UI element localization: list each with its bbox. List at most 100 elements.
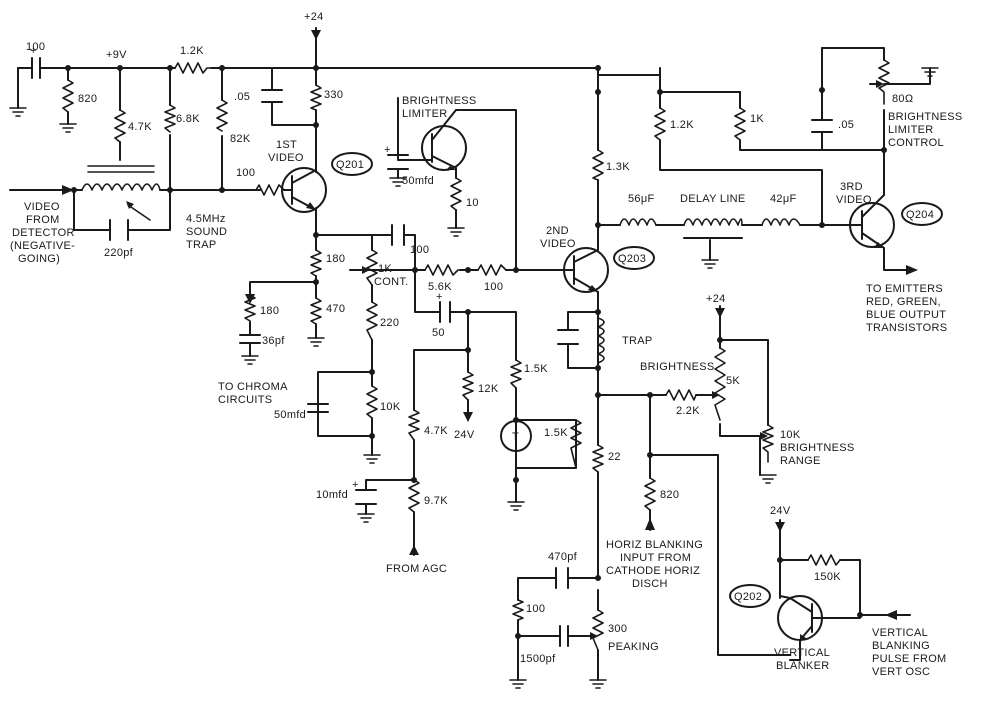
- label-r470: 470: [326, 303, 345, 315]
- arrow-agc: [409, 545, 419, 555]
- label-r100-low: 100: [526, 603, 545, 615]
- arrow-horiz-blanking: [645, 518, 655, 530]
- sound-trap-coil: [81, 183, 161, 191]
- label-r1-3k: 1.3K: [606, 161, 630, 173]
- thermistor: [500, 420, 532, 452]
- resistor-100-mid: [477, 264, 507, 276]
- resistor-180-a: [310, 249, 322, 277]
- label-chroma: TO CHROMA CIRCUITS: [218, 381, 290, 406]
- resistor-82k: [216, 99, 228, 132]
- label-r6-8k: 6.8K: [176, 113, 200, 125]
- label-r180-b: 180: [260, 305, 279, 317]
- label-c50mfd-b: 50mfd: [402, 175, 434, 187]
- label-r820-mid: 820: [660, 489, 679, 501]
- label-c50: 50: [432, 327, 445, 339]
- transistor-q204: [821, 194, 895, 249]
- arrow-plus24-top: [311, 30, 321, 40]
- svg-text:+: +: [352, 479, 359, 491]
- resistor-22: [592, 444, 604, 473]
- label-r10k-a: 10K: [380, 401, 401, 413]
- label-thermistor: T: [512, 431, 519, 443]
- resistor-5-6k: [424, 264, 461, 276]
- label-c50mfd-a: 50mfd: [274, 409, 306, 421]
- capacitor-100-input: [31, 57, 41, 79]
- transistor-q201: [281, 167, 327, 213]
- label-limiter-control: BRIGHTNESS LIMITER CONTROL: [888, 111, 966, 149]
- label-r330: 330: [324, 89, 343, 101]
- label-q203: Q203: [618, 253, 646, 265]
- label-r1-5k-a: 1.5K: [524, 363, 548, 375]
- label-plus24-brightness: +24: [706, 293, 726, 305]
- resistor-1-5k-b: [570, 419, 582, 469]
- capacitor-470pf: [555, 567, 569, 589]
- label-second-video: 2ND VIDEO: [540, 225, 576, 250]
- label-v24-12k: 24V: [454, 429, 475, 441]
- resistor-2-2k: [665, 389, 697, 401]
- label-contrast: 1K CONT.: [374, 263, 409, 288]
- resistor-820-left: [62, 79, 74, 113]
- svg-text:+: +: [384, 144, 391, 156]
- resistor-1k-contrast: [366, 249, 378, 286]
- label-brightness: BRIGHTNESS: [640, 361, 715, 373]
- label-c220pf: 220pf: [104, 247, 134, 259]
- label-third-video: 3RD VIDEO: [836, 181, 872, 206]
- text-labels: +24 +9V 100 820 1.2K 4.7K 6.8K .05 82K 3…: [10, 11, 966, 678]
- label-brightness-limiter: BRIGHTNESS LIMITER: [402, 95, 480, 120]
- label-peaking: PEAKING: [608, 641, 659, 653]
- label-r1-5k-b: 1.5K: [544, 427, 568, 439]
- label-to-emitters: TO EMITTERS RED, GREEN, BLUE OUTPUT TRAN…: [866, 283, 949, 334]
- label-horiz-blanking: HORIZ BLANKING INPUT FROM CATHODE HORIZ …: [606, 539, 706, 590]
- resistor-100-base: [255, 184, 285, 196]
- capacitor-trap: [557, 329, 579, 345]
- label-c10mfd: 10mfd: [316, 489, 348, 501]
- label-r1-2k-mid: 1.2K: [670, 119, 694, 131]
- inductors: [81, 165, 801, 364]
- capacitor-50: [439, 301, 451, 323]
- inductor-42: [761, 218, 801, 226]
- resistor-12k: [462, 371, 474, 401]
- arrow-blanker-24v: [775, 522, 785, 532]
- label-r10: 10: [466, 197, 479, 209]
- label-v24-blanker: 24V: [770, 505, 791, 517]
- label-c1500pf: 1500pf: [520, 653, 556, 665]
- resistor-1-2k-mid: [654, 107, 666, 141]
- arrow-emitters: [906, 265, 918, 275]
- label-r9-7k: 9.7K: [424, 495, 448, 507]
- label-c100-mid: 100: [410, 244, 429, 256]
- trap-coil: [597, 317, 605, 364]
- label-r10k-range: 10K: [780, 429, 801, 441]
- svg-text:+: +: [30, 45, 37, 57]
- capacitor-10mfd: [355, 489, 377, 505]
- label-l56: 56μF: [628, 193, 655, 205]
- label-plus24-top: +24: [304, 11, 324, 23]
- label-c470pf: 470pf: [548, 551, 578, 563]
- label-r150k: 150K: [814, 571, 841, 583]
- resistor-9-7k: [408, 479, 420, 513]
- label-plus9v: +9V: [106, 49, 127, 61]
- resistor-300-peaking: [592, 609, 604, 651]
- label-first-video: 1ST VIDEO: [268, 139, 304, 164]
- label-r100-mid: 100: [484, 281, 503, 293]
- label-video-in: VIDEO FROM DETECTOR (NEGATIVE- GOING): [10, 201, 79, 265]
- resistor-470: [310, 297, 322, 325]
- capacitor-100-mid: [391, 224, 405, 246]
- resistor-1k: [734, 107, 746, 141]
- label-vertical-blanker: VERTICAL BLANKER: [774, 647, 833, 672]
- arrow-video-in: [62, 185, 74, 195]
- arrow-chroma: [245, 294, 255, 304]
- label-r12k: 12K: [478, 383, 499, 395]
- capacitor-50mfd-a: [307, 403, 329, 413]
- label-r4-7k-a: 4.7K: [128, 121, 152, 133]
- resistor-80-ohm: [878, 59, 890, 105]
- q201-badge: Q201: [331, 152, 373, 176]
- label-brightness-range: BRIGHTNESS RANGE: [780, 442, 858, 467]
- resistor-1-5k-a: [510, 359, 522, 389]
- label-r300: 300: [608, 623, 627, 635]
- q203-badge: Q203: [613, 246, 655, 270]
- label-r100-base: 100: [236, 167, 255, 179]
- resistor-1-3k: [592, 149, 604, 181]
- delay-line-coil: [683, 218, 743, 226]
- label-r4-7k-b: 4.7K: [424, 425, 448, 437]
- label-r22: 22: [608, 451, 621, 463]
